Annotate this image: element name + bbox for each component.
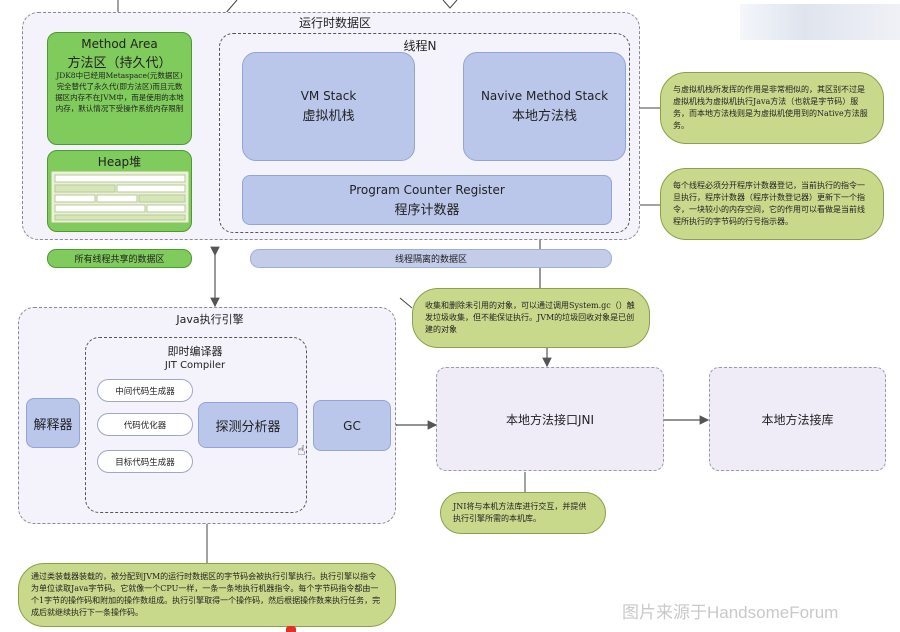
heap-box: Heap堆 bbox=[47, 150, 192, 232]
jit-title-cn: 即时编译器 bbox=[167, 344, 223, 358]
watermark: 图片来源于HandsomeForum bbox=[622, 603, 839, 622]
vm-stack-box: VM Stack 虚拟机栈 bbox=[242, 52, 415, 161]
native-stack-cn: 本地方法栈 bbox=[511, 109, 577, 124]
runtime-area-title: 运行时数据区 bbox=[298, 15, 371, 30]
gc-box: GC bbox=[313, 400, 391, 451]
jit-item-optimizer: 代码优化器 bbox=[97, 413, 193, 436]
jni-box: 本地方法接口JNI bbox=[436, 367, 664, 471]
interpreter-box: 解释器 bbox=[26, 398, 80, 448]
thread-area-title: 线程N bbox=[403, 38, 437, 53]
top-right-overlay bbox=[740, 4, 900, 40]
jit-title-en: JIT Compiler bbox=[164, 360, 226, 371]
jit-item-intermediate-code: 中间代码生成器 bbox=[97, 379, 193, 402]
native-method-stack-box: Navive Method Stack 本地方法栈 bbox=[463, 52, 626, 161]
jni-note: JNI将与本机方法库进行交互，并提供执行引擎所需的本机库。 bbox=[440, 492, 606, 534]
method-area-title-cn: 方法区（持久代） bbox=[67, 55, 172, 71]
jit-item-target-code: 目标代码生成器 bbox=[97, 450, 193, 473]
isolated-area-label: 线程隔离的数据区 bbox=[250, 249, 612, 268]
jit-compiler-area bbox=[85, 337, 307, 513]
pc-register-en: Program Counter Register bbox=[349, 182, 505, 197]
profiler-box: 探测分析器 bbox=[198, 402, 298, 448]
heap-structure-graphic bbox=[50, 170, 190, 224]
vm-stack-en: VM Stack bbox=[300, 89, 357, 103]
hand-cursor-icon: ☝ bbox=[297, 443, 306, 459]
thread-area bbox=[219, 33, 630, 233]
pc-register-cn: 程序计数器 bbox=[394, 202, 460, 218]
engine-note: 通过类装载器装载的，被分配到JVM的运行时数据区的字节码会被执行引擎执行。执行引… bbox=[18, 563, 396, 627]
vm-stack-cn: 虚拟机栈 bbox=[302, 109, 355, 124]
native-library-box: 本地方法接库 bbox=[709, 367, 886, 471]
native-stack-en: Navive Method Stack bbox=[480, 89, 609, 103]
method-area-box: Method Area 方法区（持久代） JDK8中已经用Metaspace(元… bbox=[47, 32, 192, 145]
method-area-title-en: Method Area bbox=[81, 37, 158, 51]
gc-note: 收集和删除未引用的对象，可以通过调用System.gc（）触发垃圾收集，但不能保… bbox=[412, 288, 650, 348]
method-area-desc: JDK8中已经用Metaspace(元数据区)完全替代了永久代(即方法区)而且元… bbox=[55, 71, 184, 113]
pc-register-note: 每个线程必须分开程序计数器登记，当前执行的指令一旦执行，程序计数器（程序计数登记… bbox=[660, 168, 884, 240]
red-marker bbox=[286, 626, 296, 632]
shared-area-label: 所有线程共享的数据区 bbox=[47, 249, 192, 268]
heap-title: Heap堆 bbox=[97, 154, 142, 169]
native-stack-note: 与虚拟机栈所发挥的作用是非常相似的，其区别不过是虚拟机栈为虚拟机执行Java方法… bbox=[660, 72, 884, 144]
engine-title: Java执行引擎 bbox=[176, 313, 244, 326]
pc-register-box: Program Counter Register 程序计数器 bbox=[242, 175, 612, 225]
